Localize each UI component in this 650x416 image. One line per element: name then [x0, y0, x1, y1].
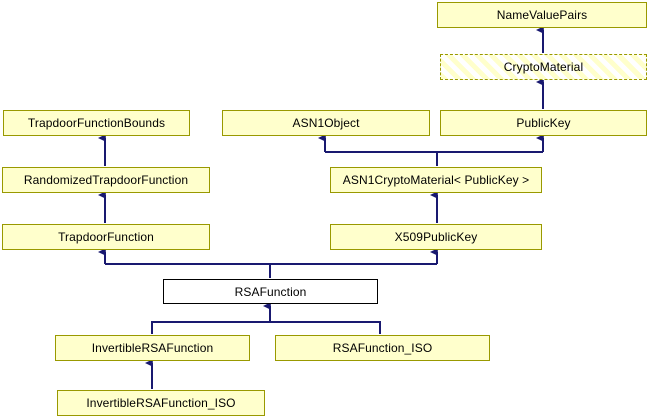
edge-asn1cryptomaterial-bus [325, 151, 543, 166]
edge-subclasses-bus [151, 321, 381, 334]
class-node-label: NameValuePairs [496, 8, 588, 22]
class-node-label: ASN1CryptoMaterial< PublicKey > [342, 173, 530, 187]
class-node-label: CryptoMaterial [503, 60, 584, 74]
class-node-label: X509PublicKey [394, 230, 478, 244]
class-node-invertiblersafunctioniso[interactable]: InvertibleRSAFunction_ISO [57, 390, 265, 416]
class-node-trapdoorfunctionbounds[interactable]: TrapdoorFunctionBounds [3, 110, 190, 136]
class-node-namevaluepairs[interactable]: NameValuePairs [437, 2, 647, 28]
class-node-cryptomaterial[interactable]: CryptoMaterial [440, 54, 647, 80]
class-node-invertiblersafunction[interactable]: InvertibleRSAFunction [55, 335, 250, 361]
class-node-label: RSAFunction_ISO [332, 341, 433, 355]
class-node-label: PublicKey [516, 116, 571, 130]
class-node-label: InvertibleRSAFunction [91, 341, 214, 355]
class-node-label: InvertibleRSAFunction_ISO [86, 396, 236, 410]
class-node-rsafunctioniso[interactable]: RSAFunction_ISO [275, 335, 490, 361]
class-node-asn1cryptomaterial[interactable]: ASN1CryptoMaterial< PublicKey > [330, 167, 542, 193]
class-node-label: TrapdoorFunction [58, 230, 154, 244]
class-node-label: TrapdoorFunctionBounds [27, 116, 166, 130]
class-node-label: ASN1Object [292, 116, 360, 130]
class-node-rsafunction[interactable]: RSAFunction [163, 279, 378, 304]
class-node-label: RandomizedTrapdoorFunction [23, 173, 189, 187]
edge-rsafunction-bus [105, 263, 437, 278]
class-node-trapdoorfunction[interactable]: TrapdoorFunction [2, 224, 210, 250]
class-node-publickey[interactable]: PublicKey [440, 110, 647, 136]
class-node-randomizedtrapdoorfunction[interactable]: RandomizedTrapdoorFunction [2, 167, 210, 193]
class-node-x509publickey[interactable]: X509PublicKey [330, 224, 542, 250]
class-node-asn1object[interactable]: ASN1Object [222, 110, 430, 136]
class-node-label: RSAFunction [234, 284, 307, 299]
